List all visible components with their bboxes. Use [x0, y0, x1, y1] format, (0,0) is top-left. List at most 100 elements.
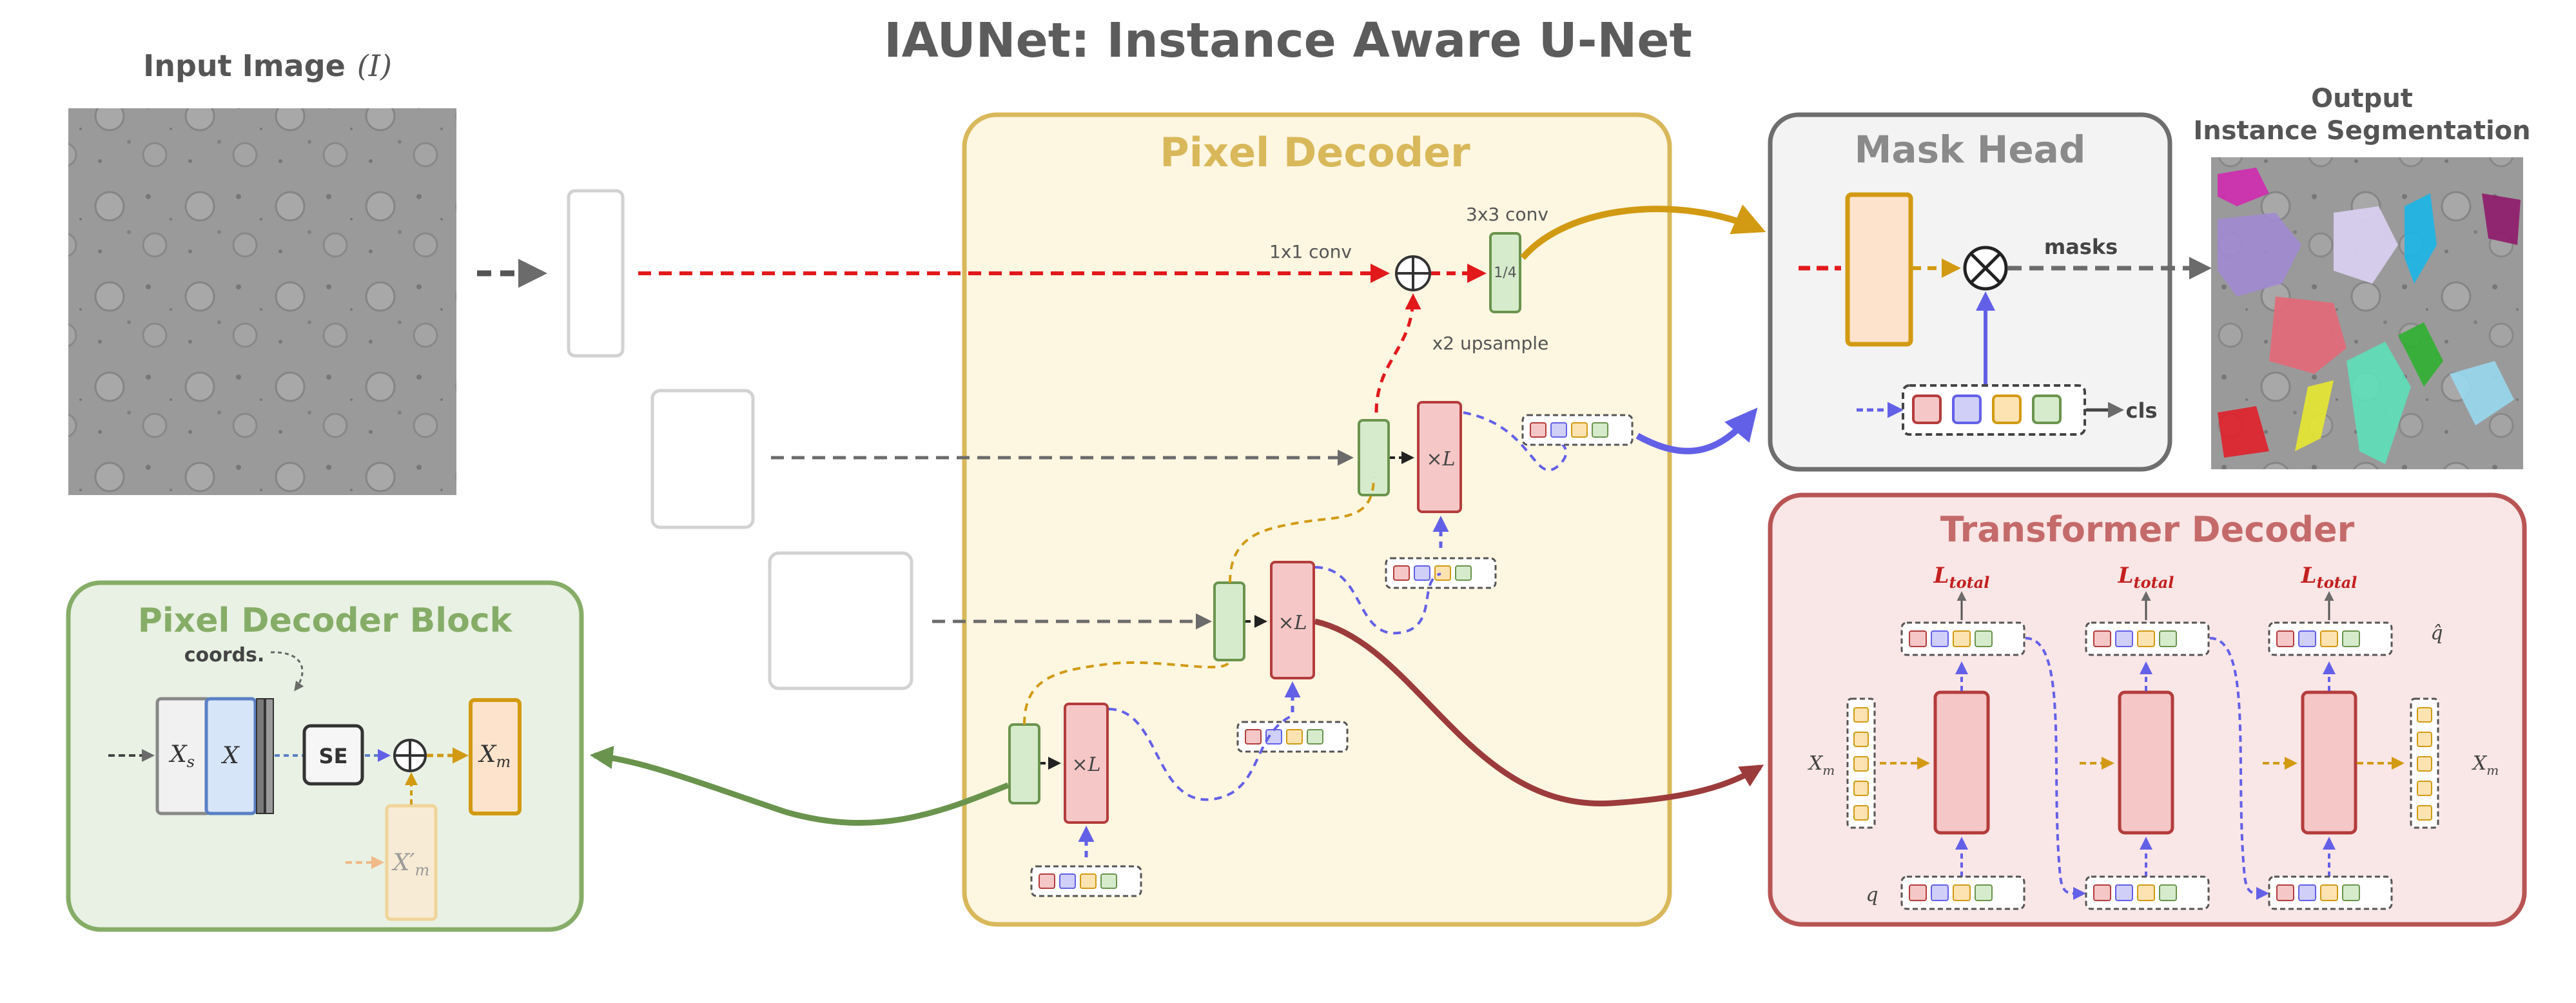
query-token: [2342, 630, 2360, 647]
q-label: q: [1866, 884, 1878, 906]
attn-to-transformer-arrow: [1314, 618, 1764, 806]
se-label: SE: [319, 744, 348, 768]
query-token: [1975, 884, 1993, 901]
query-token: [2137, 884, 2155, 901]
gold-path-4-3: [1023, 659, 1231, 725]
coord-channel-1: [256, 698, 265, 814]
xm-token: [2417, 756, 2432, 772]
upsample-arrow: [1374, 293, 1421, 413]
query-token: [1909, 630, 1927, 647]
queries-to-mask-head-arrow: [1635, 407, 1758, 454]
decoder-block-3: [1213, 581, 1245, 661]
query-token: [1953, 630, 1971, 647]
xm-label-right: Xm: [2472, 752, 2499, 778]
times-l-4: ×L: [1071, 754, 1100, 776]
xm-token: [2417, 707, 2432, 723]
transformer-layer-2: Ltotal: [2080, 563, 2210, 910]
attention-block-3: [1270, 561, 1315, 679]
attention-block-2: [1417, 401, 1462, 513]
segment: [2334, 206, 2398, 284]
transformer-layer-1: Ltotal: [1846, 563, 2025, 910]
upsample-label: x2 upsample: [1432, 333, 1549, 354]
query-token: [2298, 884, 2316, 901]
query-token: [1455, 565, 1472, 581]
segment: [2482, 193, 2521, 245]
query-token: [1245, 729, 1262, 745]
mask-head-title: Mask Head: [1855, 128, 2086, 171]
conv3x3-label: 3x3 conv: [1466, 204, 1548, 225]
attn-to-block-arrow: [589, 746, 1010, 826]
qhat-label: q̂: [2430, 622, 2443, 645]
output-image: [2211, 157, 2523, 469]
layer-feedback-1: [2025, 637, 2086, 901]
query-token: [1434, 565, 1451, 581]
encoder-block-2: [650, 389, 755, 529]
query-token: [2342, 884, 2360, 901]
query-token: [1912, 394, 1942, 424]
query-token: [2298, 630, 2316, 647]
query-token: [2137, 630, 2155, 647]
decoder-block-4: [1008, 723, 1040, 804]
masks-label: masks: [2044, 235, 2118, 259]
times-l-3: ×L: [1278, 612, 1307, 634]
transformer-layer-block: [2301, 690, 2357, 835]
query-token: [1100, 873, 1117, 889]
segment: [2218, 168, 2269, 206]
query-token: [2115, 884, 2133, 901]
xm-prime-block: [385, 804, 438, 921]
encoder-block-3: [768, 551, 913, 690]
query-token: [1393, 565, 1410, 581]
query-token: [1307, 729, 1323, 745]
segment: [2398, 322, 2443, 387]
xm-token: [1853, 756, 1869, 772]
transformer-layer-3: Ltotal: [2263, 563, 2439, 910]
x-block: [204, 697, 257, 815]
query-token: [1953, 884, 1971, 901]
query-token: [1080, 873, 1097, 889]
query-token: [2115, 630, 2133, 647]
se-block: [302, 724, 364, 786]
segment: [2218, 213, 2301, 297]
query-token: [1592, 422, 1608, 438]
segment: [2269, 297, 2347, 374]
transformer-layer-block: [1933, 690, 1990, 835]
transformer-layer-block: [2118, 690, 2174, 835]
add-operator-plus: [1396, 257, 1430, 290]
xm-token: [1853, 707, 1869, 723]
scale-label: 1/4: [1494, 265, 1516, 281]
segment: [2347, 342, 2411, 464]
query-token: [1550, 422, 1567, 438]
query-token: [1286, 729, 1303, 745]
conv-to-mask-head-arrow: [1520, 204, 1766, 260]
xm-token: [2417, 805, 2432, 821]
xm-output-label: Xm: [478, 741, 511, 771]
segment: [2295, 380, 2334, 451]
segment: [2218, 406, 2269, 458]
xm-output-block: [469, 698, 522, 815]
encoder-block-1: [567, 189, 625, 358]
xm-token: [2417, 732, 2432, 747]
query-token: [2276, 630, 2294, 647]
query-token: [2320, 884, 2338, 901]
conv3x3-block: [1489, 232, 1521, 313]
pixel-decoder-block-title: Pixel Decoder Block: [138, 601, 513, 640]
loss-label: Ltotal: [2301, 563, 2357, 592]
xm-prime-label: X′m: [391, 850, 430, 879]
query-token: [1059, 873, 1076, 889]
input-label: Input Image(I): [143, 48, 392, 83]
cls-label: cls: [2126, 398, 2158, 423]
query-token: [1414, 565, 1430, 581]
xm-token: [1853, 781, 1869, 796]
attention-block-4: [1064, 703, 1109, 824]
query-token: [1530, 422, 1547, 438]
query-token: [2320, 630, 2338, 647]
mask-feature-block: [1845, 192, 1913, 347]
query-token: [1909, 884, 1927, 901]
query-token: [1992, 394, 2022, 424]
multiply-operator-x: [1970, 253, 2001, 284]
query-token: [2032, 394, 2062, 424]
input-image: [68, 108, 456, 495]
times-l-2: ×L: [1426, 448, 1455, 471]
segment: [2450, 361, 2514, 425]
